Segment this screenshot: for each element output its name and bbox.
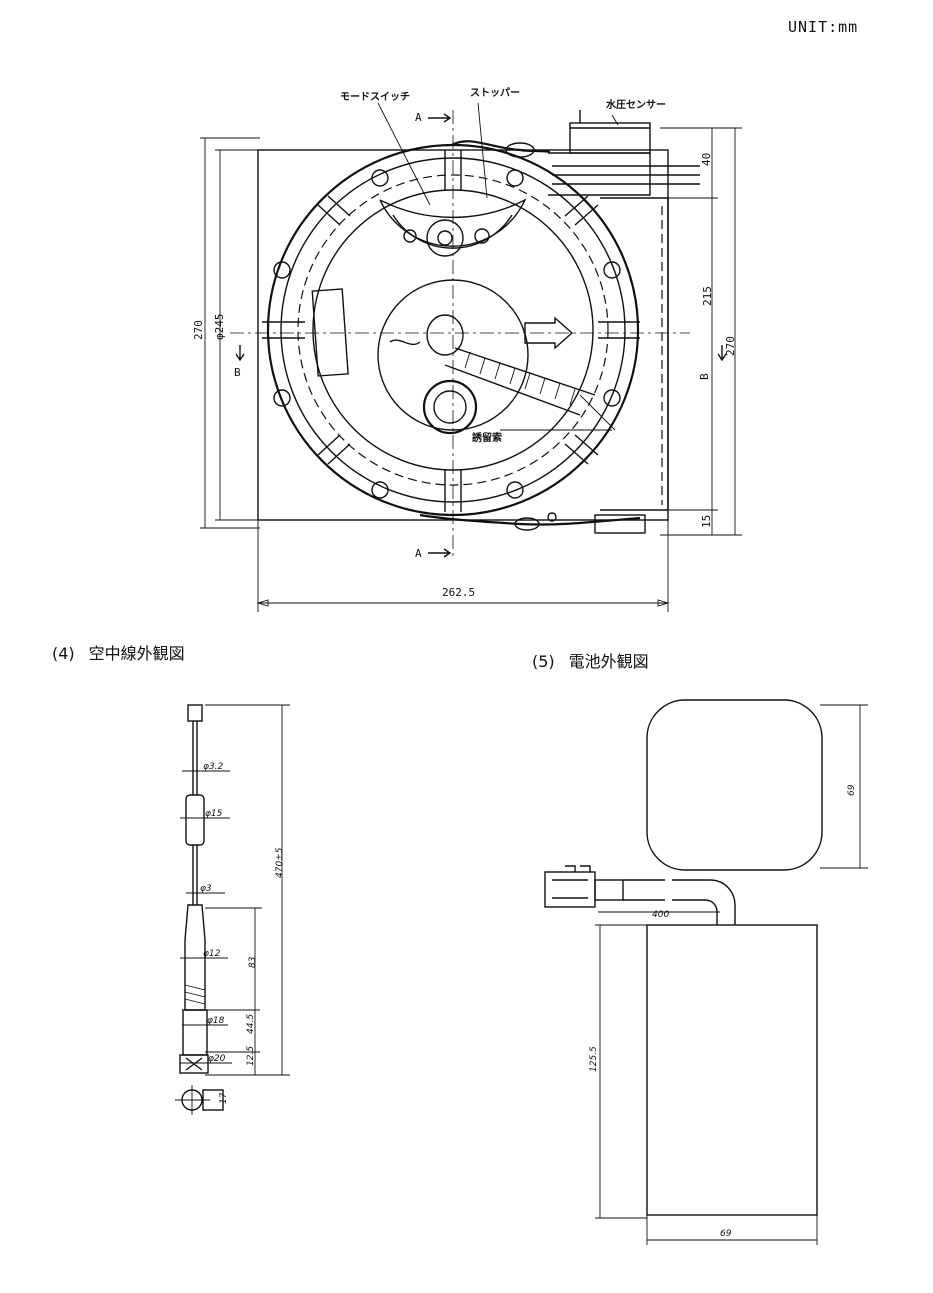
disc-ribs [262,150,640,512]
bracket-outline [600,197,669,511]
battery-body [646,924,818,1216]
antenna-base [182,1009,208,1056]
antenna-len-a: 83 [248,956,258,968]
hub-port [422,379,478,435]
dim-mid: 215 [701,286,714,306]
dim-top: 40 [700,153,713,166]
battery-drawing: 69 400 125.5 69 [544,699,868,1245]
antenna-dimension-lines [180,704,290,1076]
label-mode-switch: モードスイッチ [340,91,410,103]
antenna-d3: φ3 [200,884,212,894]
battery-caption-title: 電池外観図 [568,652,649,671]
battery-top-view [646,699,823,871]
antenna-d5: φ18 [207,1016,225,1026]
battery-connector [544,865,736,925]
mode-switch-leader [377,102,431,206]
stopper-cable [451,140,551,154]
mode-switch-area [379,198,527,257]
section-a-top: A [415,111,422,124]
bottom-cable [419,513,641,526]
name-plate [311,288,349,377]
antenna-len-d: 17 [219,1092,229,1104]
section-b-right: B [698,373,711,380]
bottom-connector [594,514,646,534]
stopper-leader [477,102,488,199]
antenna-caption-title: 空中線外観図 [88,644,185,663]
unit-label: UNIT:mm [788,18,859,36]
battery-width: 69 [720,1229,732,1239]
section-b-left: B [234,366,241,379]
battery-caption: (5) 電池外観図 [532,648,649,672]
label-pressure-sensor: 水圧センサー [605,98,666,111]
antenna-foot-tab [202,1089,224,1111]
disc-bolts [273,169,621,499]
antenna-len-c: 12.5 [246,1046,256,1066]
antenna-len-b: 44.5 [246,1014,256,1034]
cable-clip-bottom [514,517,540,531]
antenna-d2: φ15 [205,809,223,819]
antenna-len-total: 470±5 [275,847,285,878]
antenna-tip [187,704,203,722]
section-a-bottom: A [415,547,422,560]
antenna-d1: φ3.2 [203,762,224,772]
battery-height: 125.5 [589,1046,599,1072]
pressure-sensor [548,110,700,196]
antenna-caption-number: (4) [52,644,75,663]
antenna-mount [179,1054,209,1074]
battery-caption-number: (5) [532,652,555,671]
antenna-coil-sleeve [185,794,205,846]
antenna-whip [192,721,198,795]
section-arrows [235,113,727,558]
dim-height-right: 270 [724,336,737,356]
main-unit-drawing: A A B B モードスイッチ ストッパー 水圧センサー 誘留索 262.5 2… [192,87,742,612]
battery-top-height: 69 [847,784,857,796]
antenna-d4: φ12 [203,949,221,959]
dim-bottom: 15 [700,515,713,528]
arrow-mark [524,316,574,350]
dimension-lines [200,127,742,612]
antenna-d6: φ20 [208,1054,226,1064]
antenna-drawing: φ3.2 φ15 φ3 φ12 φ18 φ20 470±5 83 44.5 12… [175,704,290,1115]
dim-height-left: 270 [192,320,205,340]
coiled-rope [389,314,616,431]
dim-width: 262.5 [442,586,475,599]
battery-cable-length: 400 [652,910,669,920]
label-rope: 誘留索 [472,431,502,444]
label-stopper: ストッパー [470,87,520,99]
dim-diameter: φ245 [213,314,226,341]
antenna-caption: (4) 空中線外観図 [52,640,185,664]
